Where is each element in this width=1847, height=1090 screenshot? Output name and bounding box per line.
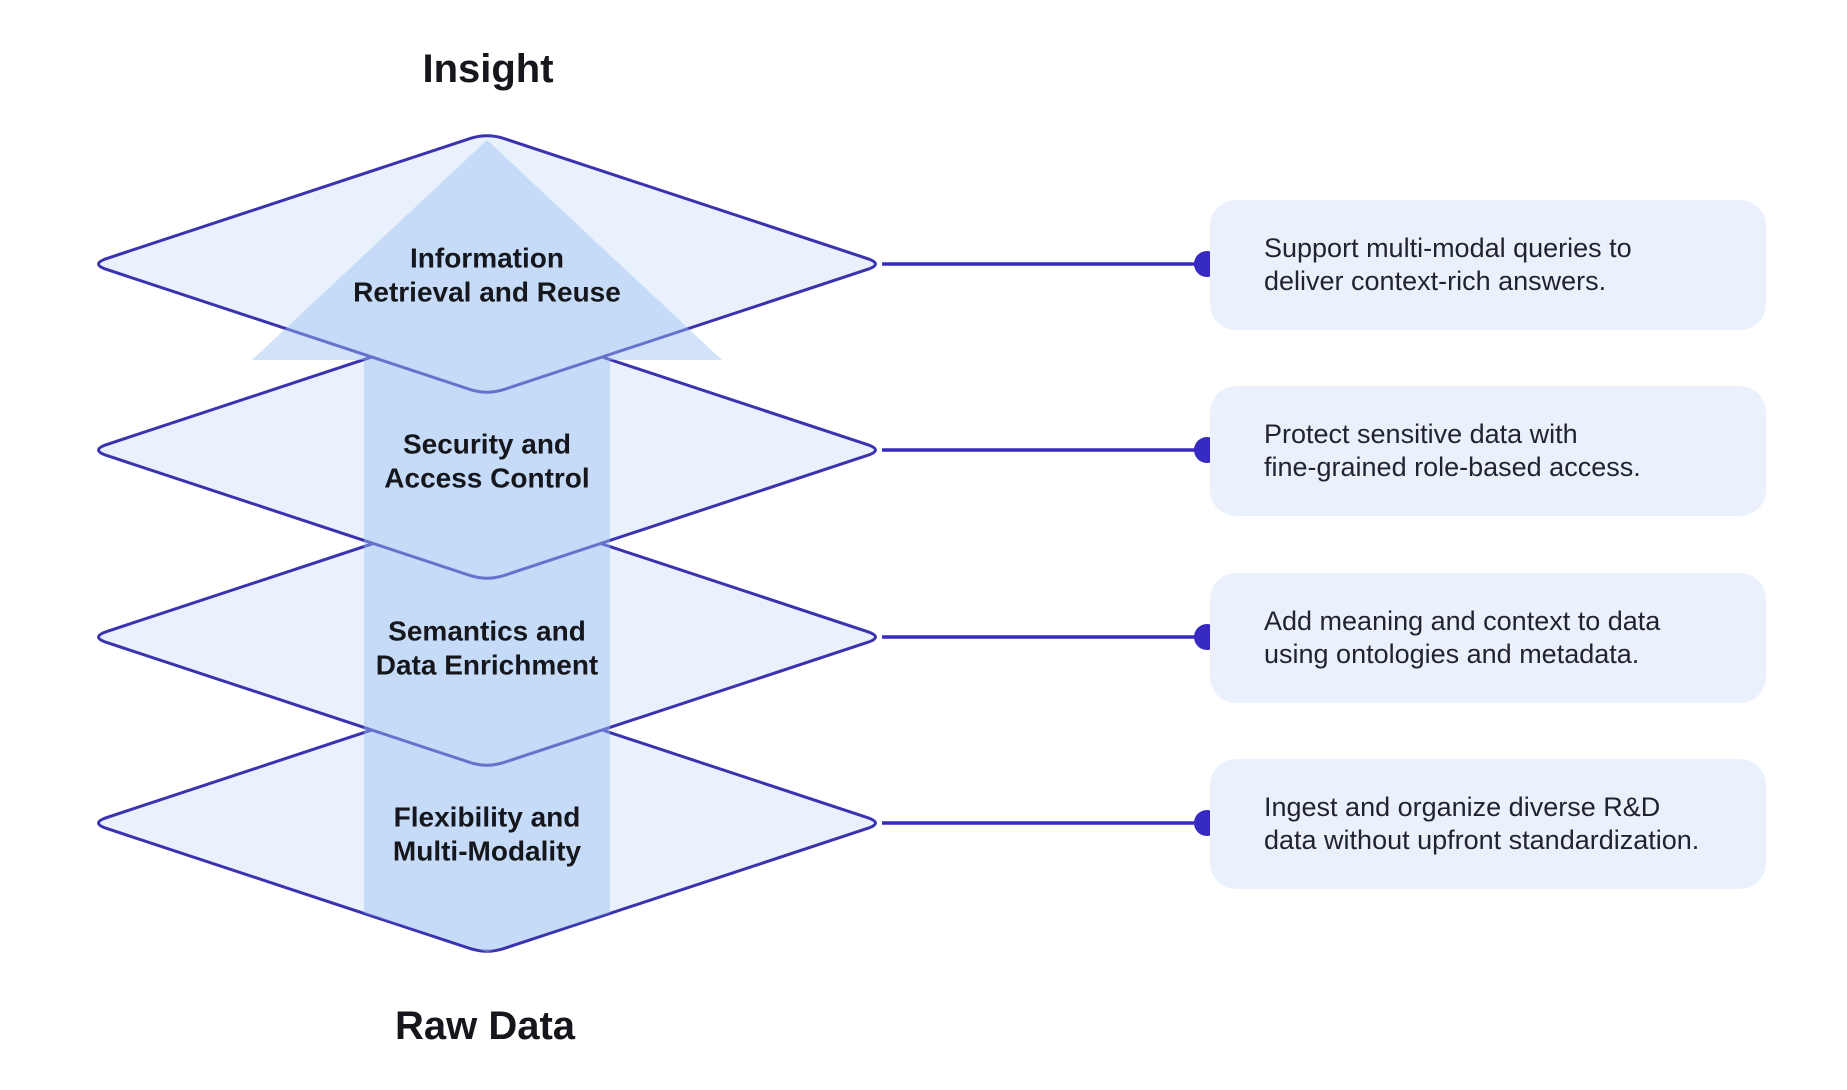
annotation-card-2-text: Protect sensitive data with fine-grained… bbox=[1264, 419, 1641, 482]
annotation-card-4 bbox=[1210, 759, 1766, 889]
annotation-card-2 bbox=[1210, 386, 1766, 516]
insight-heading: Insight bbox=[422, 47, 553, 91]
card-1-line-2: deliver context-rich answers. bbox=[1264, 266, 1606, 296]
annotation-card-3 bbox=[1210, 573, 1766, 703]
card-2-line-1: Protect sensitive data with bbox=[1264, 419, 1578, 449]
upward-arrow-icon bbox=[252, 140, 722, 952]
card-2-line-2: fine-grained role-based access. bbox=[1264, 452, 1641, 482]
card-3-line-2: using ontologies and metadata. bbox=[1264, 639, 1639, 669]
card-1-line-1: Support multi-modal queries to bbox=[1264, 233, 1632, 263]
diamond-label-4: Flexibility and Multi-Modality bbox=[393, 802, 582, 867]
diamond-label-2-line-1: Security and bbox=[403, 429, 571, 460]
diamond-label-1: Information Retrieval and Reuse bbox=[353, 243, 621, 308]
card-4-line-1: Ingest and organize diverse R&D bbox=[1264, 792, 1660, 822]
diamond-label-1-line-1: Information bbox=[410, 243, 564, 274]
diamond-label-3-line-1: Semantics and bbox=[388, 616, 586, 647]
diamond-label-4-line-1: Flexibility and bbox=[394, 802, 581, 833]
diamond-label-3-line-2: Data Enrichment bbox=[376, 650, 599, 681]
card-3-line-1: Add meaning and context to data bbox=[1264, 606, 1661, 636]
diamond-label-2: Security and Access Control bbox=[384, 429, 589, 494]
annotation-card-3-text: Add meaning and context to data using on… bbox=[1264, 606, 1661, 669]
annotation-card-4-text: Ingest and organize diverse R&D data wit… bbox=[1264, 792, 1699, 855]
diamond-label-4-line-2: Multi-Modality bbox=[393, 836, 582, 867]
annotation-card-1-text: Support multi-modal queries to deliver c… bbox=[1264, 233, 1632, 296]
raw-data-heading: Raw Data bbox=[395, 1004, 576, 1048]
annotation-card-1 bbox=[1210, 200, 1766, 330]
diamond-label-1-line-2: Retrieval and Reuse bbox=[353, 277, 621, 308]
diamond-label-2-line-2: Access Control bbox=[384, 463, 589, 494]
diamond-label-3: Semantics and Data Enrichment bbox=[376, 616, 599, 681]
card-4-line-2: data without upfront standardization. bbox=[1264, 825, 1699, 855]
